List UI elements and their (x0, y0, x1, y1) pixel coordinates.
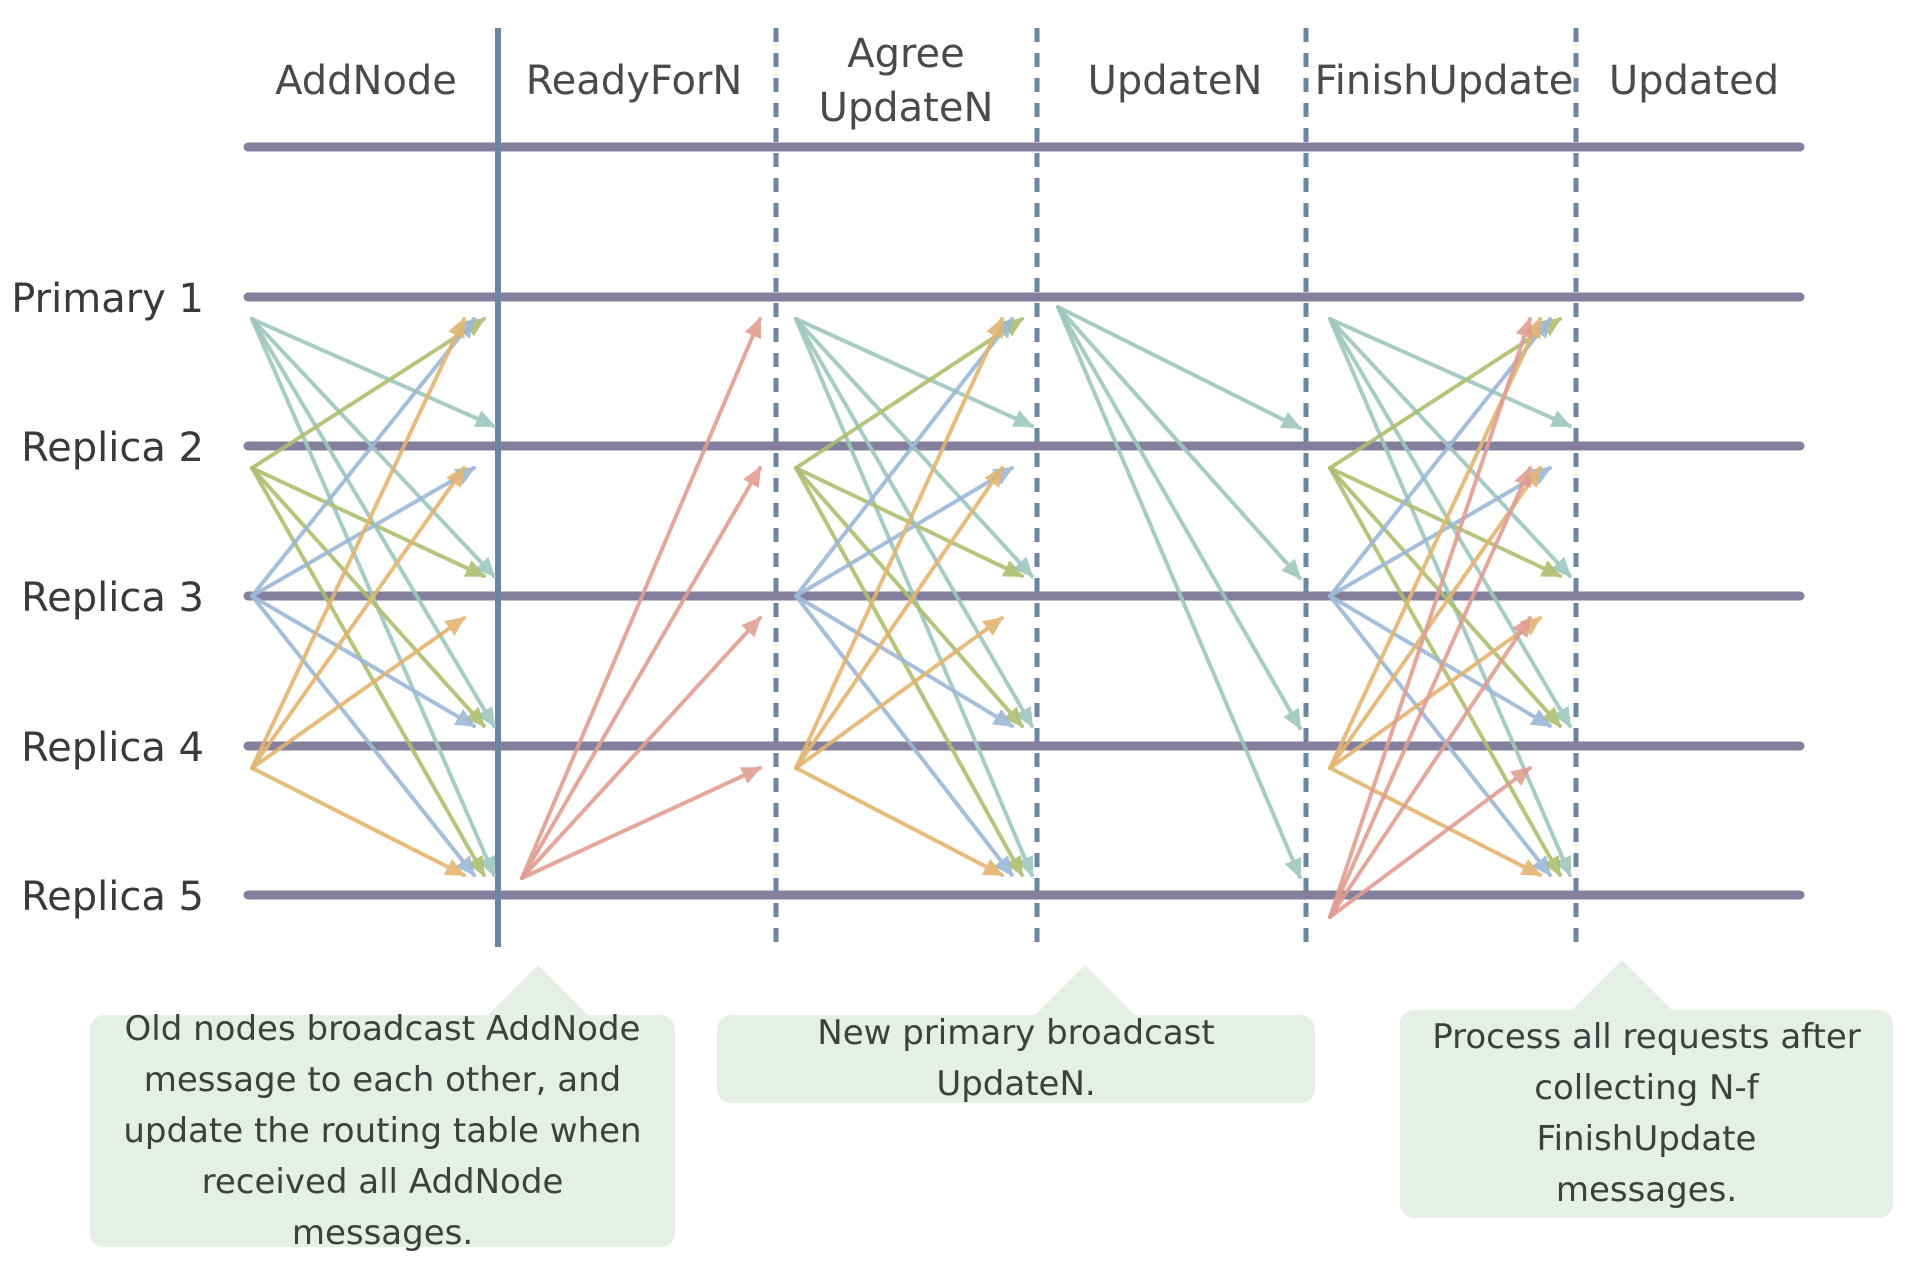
arrow-addnode-4-to-1 (250, 317, 466, 770)
note-finishupdate: Process all requests after collecting N-… (1400, 960, 1893, 1218)
arrow-readyforn-5-to-1 (520, 317, 762, 880)
arrow-finishupdate-5-to-3 (1328, 616, 1532, 919)
arrow-finishupdate-1-to-2 (1328, 317, 1572, 428)
note-addnode-line-4: received all AddNode messages. (201, 1161, 564, 1253)
arrow-readyforn-5-to-3 (520, 616, 762, 880)
header-timeline (243, 141, 1805, 152)
note-finish-line-2: collecting N-f FinishUpdate (1534, 1068, 1759, 1159)
node-label-primary-1: Primary 1 (11, 276, 204, 322)
node-label-replica-3: Replica 3 (21, 575, 204, 621)
note-addnode-line-3: update the routing table when (123, 1110, 642, 1151)
phase-label-agree: Agree (847, 31, 965, 77)
phase-label-addnode: AddNode (275, 58, 457, 104)
arrow-finishupdate-5-to-1 (1328, 317, 1533, 919)
arrow-agree-1-to-2 (794, 317, 1034, 428)
message-arrows (250, 305, 1572, 919)
arrow-agree-2-to-4 (794, 466, 1024, 728)
arrow-addnode-4-to-2 (250, 466, 466, 770)
note-addnode-line-2: message to each other, and (143, 1059, 622, 1100)
arrow-addnode-3-to-5 (250, 594, 476, 877)
arrow-agree-4-to-2 (794, 466, 1004, 770)
timeline-replica-5 (243, 889, 1805, 900)
arrow-agree-2-to-1 (794, 317, 1024, 470)
node-label-replica-4: Replica 4 (21, 725, 204, 771)
arrow-readyforn-5-to-2 (520, 466, 762, 880)
arrow-agree-3-to-1 (794, 317, 1014, 598)
note-finish-line-1: Process all requests after (1432, 1017, 1861, 1057)
note-updaten-text: New primary broadcast UpdateN. (817, 1013, 1215, 1104)
arrow-addnode-2-to-1 (250, 317, 486, 470)
arrow-addnode-4-to-5 (250, 766, 466, 877)
arrow-finishupdate-4-to-3 (1328, 616, 1542, 770)
arrow-finishupdate-3-to-4 (1328, 594, 1552, 728)
arrow-finishupdate-4-to-5 (1328, 766, 1542, 877)
arrow-finishupdate-2-to-4 (1328, 466, 1562, 728)
note-finish-line-3: messages. (1555, 1170, 1738, 1210)
arrow-finishupdate-3-to-5 (1328, 594, 1552, 877)
phase-label-updaten: UpdateN (1088, 58, 1263, 104)
note-addnode: Old nodes broadcast AddNode message to e… (90, 965, 675, 1253)
arrow-agree-3-to-5 (794, 594, 1014, 877)
arrow-readyforn-5-to-4 (520, 766, 762, 880)
timelines (243, 141, 1805, 900)
arrow-addnode-3-to-1 (250, 317, 476, 598)
arrow-updaten-1-to-5 (1056, 305, 1302, 879)
arrow-finishupdate-5-to-4 (1328, 766, 1532, 919)
arrow-agree-4-to-3 (794, 616, 1004, 770)
timeline-primary-1 (243, 291, 1805, 302)
timeline-replica-2 (243, 440, 1805, 451)
phase-label-agree-updaten: UpdateN (819, 85, 994, 131)
arrow-agree-3-to-4 (794, 594, 1014, 728)
arrow-addnode-4-to-3 (250, 616, 466, 770)
arrow-updaten-1-to-3 (1056, 305, 1302, 580)
arrow-finishupdate-2-to-5 (1328, 466, 1562, 877)
timeline-replica-4 (243, 740, 1805, 751)
arrow-addnode-1-to-2 (250, 317, 496, 428)
arrow-agree-4-to-5 (794, 766, 1004, 877)
phase-label-updated: Updated (1609, 58, 1779, 104)
arrow-addnode-3-to-4 (250, 594, 476, 728)
phase-label-readyforn: ReadyForN (526, 58, 743, 104)
arrow-finishupdate-5-to-2 (1328, 466, 1532, 919)
node-label-replica-5: Replica 5 (21, 874, 204, 920)
arrow-updaten-1-to-2 (1056, 305, 1302, 430)
note-addnode-line-1: Old nodes broadcast AddNode (124, 1008, 641, 1049)
arrow-updaten-1-to-4 (1056, 305, 1302, 730)
arrow-addnode-2-to-4 (250, 466, 486, 728)
arrow-addnode-2-to-5 (250, 466, 486, 877)
timeline-replica-3 (243, 590, 1805, 601)
arrow-finishupdate-4-to-2 (1328, 466, 1542, 770)
node-label-replica-2: Replica 2 (21, 425, 204, 471)
arrow-agree-4-to-1 (794, 317, 1004, 770)
phase-label-finishupdate: FinishUpdate (1315, 58, 1574, 104)
note-updaten: New primary broadcast UpdateN. (717, 965, 1315, 1104)
arrow-agree-2-to-5 (794, 466, 1024, 877)
